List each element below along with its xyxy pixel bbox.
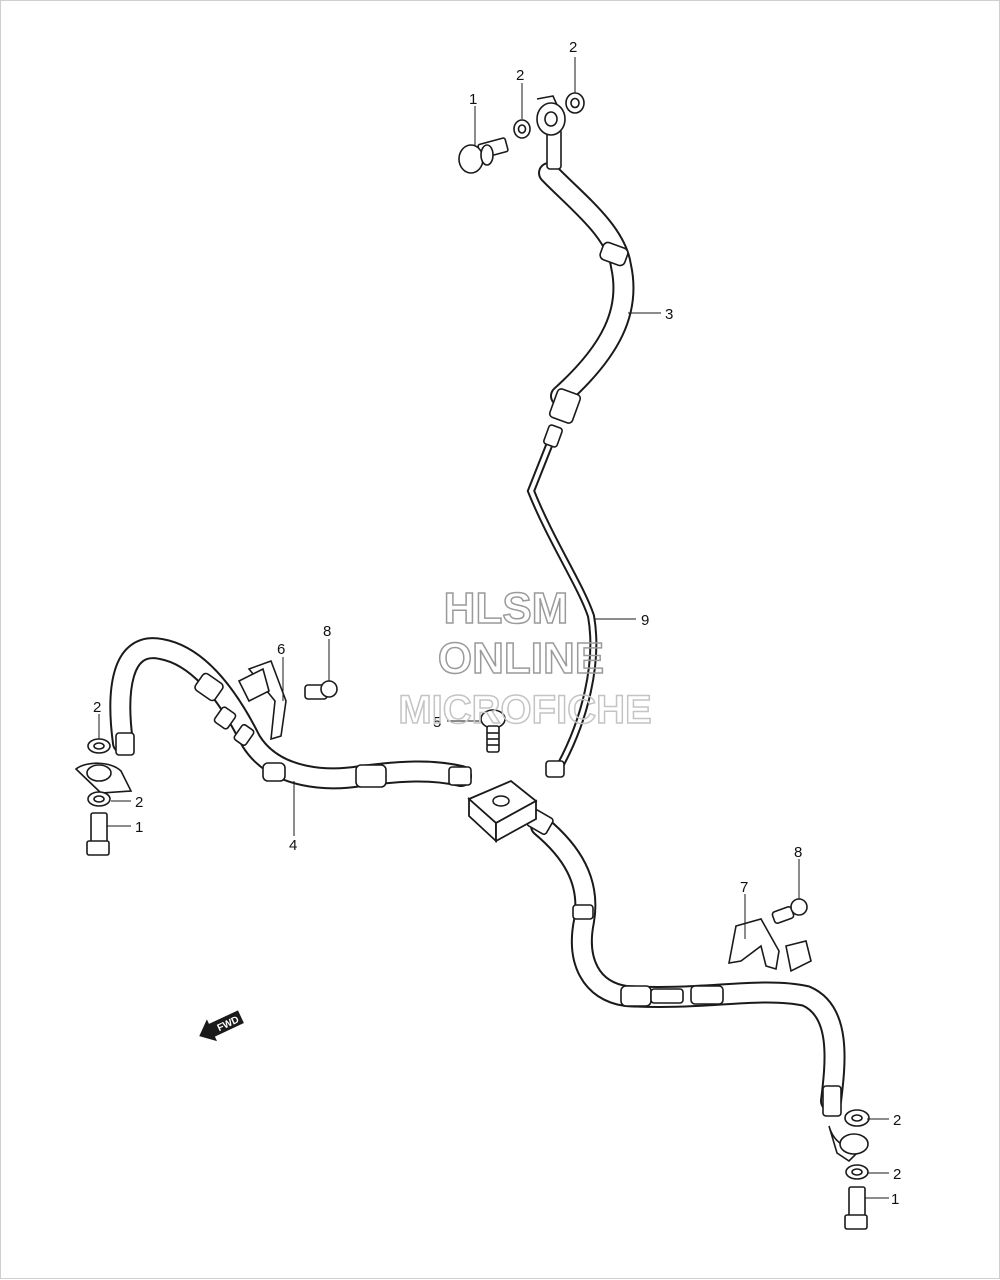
- watermark-line-2: ONLINE: [438, 634, 604, 683]
- union-bolt-top: [458, 137, 509, 174]
- washers-top: [513, 92, 585, 139]
- callout-5: 5: [433, 714, 441, 731]
- banjo-fitting-right: [828, 1109, 870, 1230]
- callout-8-left: 8: [323, 623, 331, 640]
- hose-4-left: [109, 637, 472, 790]
- callout-2-top-b: 2: [569, 39, 577, 56]
- callout-numbers: 1 2 2 3 9 6 8 5 2 2 1 4 8 7 2 2 1: [93, 39, 901, 1208]
- callout-1-left: 1: [135, 819, 143, 836]
- callout-6: 6: [277, 641, 285, 658]
- leader-lines: [98, 57, 889, 1199]
- callout-2-left-a: 2: [93, 699, 101, 716]
- callout-7: 7: [740, 879, 748, 896]
- brake-joint-block: [467, 779, 538, 844]
- hose-3-upper: [538, 162, 635, 407]
- hose-9-pipe: [526, 429, 598, 777]
- callout-8-right: 8: [794, 844, 802, 861]
- callout-1-top: 1: [469, 91, 477, 108]
- callout-3: 3: [665, 306, 673, 323]
- fwd-label: FWD: [216, 1014, 241, 1034]
- hose-fittings: [115, 128, 842, 1117]
- clamp-right: [728, 898, 812, 973]
- callout-2-right-b: 2: [893, 1166, 901, 1183]
- callout-9: 9: [641, 612, 649, 629]
- watermark: HLSM ONLINE MICROFICHE: [398, 583, 653, 733]
- joint-bolt: [480, 709, 506, 753]
- callout-1-right: 1: [891, 1191, 899, 1208]
- callout-2-top-a: 2: [516, 67, 524, 84]
- callout-2-left-b: 2: [135, 794, 143, 811]
- watermark-line-1: HLSM: [444, 584, 569, 633]
- watermark-line-3: MICROFICHE: [398, 688, 651, 732]
- clamp-left: [237, 659, 338, 741]
- banjo-fitting-left: [74, 738, 133, 856]
- callout-2-right-a: 2: [893, 1112, 901, 1129]
- forward-arrow-icon: FWD: [199, 1010, 244, 1042]
- callout-4: 4: [289, 837, 297, 854]
